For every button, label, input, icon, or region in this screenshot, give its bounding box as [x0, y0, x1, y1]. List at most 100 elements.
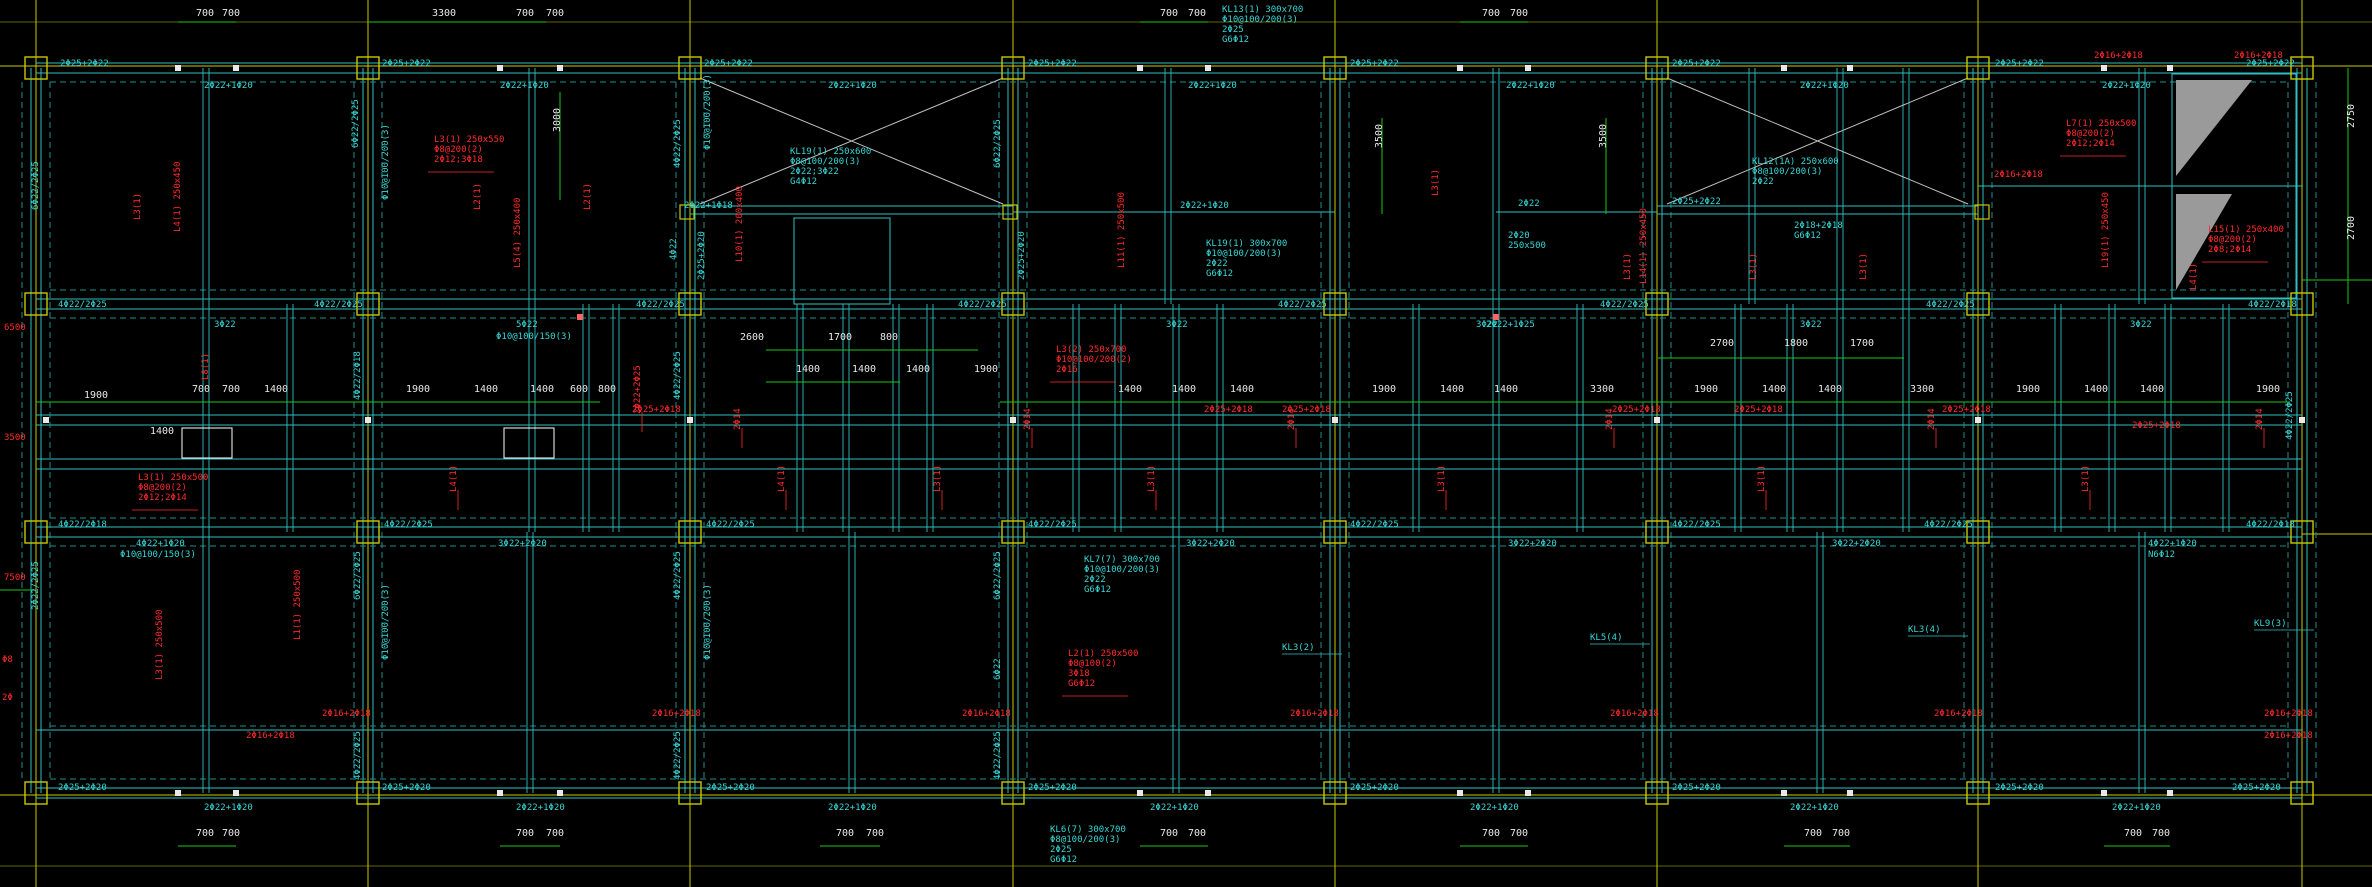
- dimension-text: 2700: [1710, 338, 1734, 349]
- dimension-text: 1400: [796, 364, 820, 375]
- beam-rebar-label: 4Φ22/2Φ25: [706, 520, 755, 530]
- beam-rebar-label: 2Φ25+2Φ20: [1028, 783, 1077, 793]
- dimension-text: 700: [2124, 828, 2142, 839]
- column: [1645, 56, 1669, 80]
- beam-rebar-label: 2Φ22+1Φ20: [1800, 81, 1849, 91]
- column: [678, 56, 702, 80]
- beam-node: [557, 790, 563, 796]
- beam-node: [1457, 790, 1463, 796]
- dimension-text: 1400: [1118, 384, 1142, 395]
- vertical-rebar-label: 4Φ22/2Φ25: [2285, 391, 2295, 440]
- dimension-text: 1400: [1818, 384, 1842, 395]
- dimension-text: 700: [1510, 828, 1528, 839]
- beam-node: [175, 65, 181, 71]
- secondary-beam-spec: L2(1) 250x500: [1068, 649, 1138, 659]
- beam-rebar-label: 2Φ22+1Φ20: [1150, 803, 1199, 813]
- secondary-beam-spec: 2Φ16+2Φ18: [2094, 51, 2143, 61]
- vertical-beam-spec: L3(1): [1623, 253, 1633, 280]
- beam-rebar-label: 2Φ22+1Φ25: [1486, 320, 1535, 330]
- vertical-beam-spec: L3(1) 250x500: [155, 610, 165, 680]
- vertical-beam-spec: L3(1): [1431, 169, 1441, 196]
- secondary-beam-tag: 2Φ14: [1605, 408, 1615, 430]
- beam-node: [1847, 65, 1853, 71]
- dimension-text: 1900: [1694, 384, 1718, 395]
- beam-node: [175, 790, 181, 796]
- beam-rebar-label: 4Φ22+1Φ20: [2148, 539, 2197, 549]
- dimension-text: 700: [1188, 828, 1206, 839]
- secondary-beam-spec: L3(2) 250x700: [1056, 345, 1126, 355]
- secondary-beam-spec: 2Φ16+2Φ18: [2264, 731, 2313, 741]
- beam-spec-label: KL3(2): [1282, 643, 1315, 653]
- beam-rebar-label: 2Φ22+1Φ20: [1470, 803, 1519, 813]
- beam-node: [557, 65, 563, 71]
- beam-spec-label: G6Φ12: [1050, 855, 1077, 865]
- beam-rebar-label: 2Φ25+2Φ22: [60, 59, 109, 69]
- beam-rebar-label: 4Φ22/2Φ18: [2248, 300, 2297, 310]
- beam-rebar-label: Φ10@100/150(3): [496, 332, 572, 342]
- edge-label: 7500: [4, 573, 26, 583]
- dimension-text: 1900: [974, 364, 998, 375]
- beam-spec-label: 2Φ22: [1084, 575, 1106, 585]
- beam-rebar-label: 4Φ22/2Φ25: [1028, 520, 1077, 530]
- beam-rebar-label: 5Φ22: [516, 320, 538, 330]
- vertical-rebar-label: Φ10@100/200(3): [381, 584, 391, 660]
- column: [1966, 56, 1990, 80]
- beam-rebar-label: 2Φ25+2Φ22: [1028, 59, 1077, 69]
- beam-spec-label: G6Φ12: [1084, 585, 1111, 595]
- secondary-beam-spec: G6Φ12: [1068, 679, 1095, 689]
- beam-spec-label: 2Φ25: [1222, 25, 1244, 35]
- beam-spec-label: G4Φ12: [790, 177, 817, 187]
- secondary-beam-spec: 2Φ16+2Φ18: [322, 709, 371, 719]
- secondary-beam-tag: 2Φ22+2Φ25: [633, 365, 643, 414]
- secondary-beam-spec: 2Φ16+2Φ18: [2234, 51, 2283, 61]
- edge-label: 3500: [4, 433, 26, 443]
- secondary-beam-spec: 2Φ25+2Φ18: [1734, 405, 1783, 415]
- beam-spec-label: G6Φ12: [1794, 231, 1821, 241]
- dimension-text: 1400: [2140, 384, 2164, 395]
- column: [356, 781, 380, 805]
- beam-node: [1781, 65, 1787, 71]
- beam-rebar-label: 2Φ25+2Φ20: [382, 783, 431, 793]
- secondary-beam-spec: 2Φ12;2Φ14: [138, 493, 187, 503]
- column: [24, 781, 48, 805]
- beam-rebar-label: 2Φ22+1Φ20: [1790, 803, 1839, 813]
- beam-node: [1493, 314, 1499, 320]
- beam-spec-label: 2Φ25: [1050, 845, 1072, 855]
- secondary-beam-tag: 2Φ14: [1287, 408, 1297, 430]
- beam-rebar-label: Φ10@100/150(3): [120, 550, 196, 560]
- secondary-beam-spec: 2Φ25+2Φ18: [1612, 405, 1661, 415]
- beam-rebar-label: 2Φ22+1Φ20: [828, 803, 877, 813]
- beam-spec-label: G6Φ12: [1222, 35, 1249, 45]
- beam-spec-label: Φ8@100/200(3): [1050, 835, 1120, 845]
- secondary-beam-tag: L4(1): [777, 465, 787, 492]
- beam-node: [365, 417, 371, 423]
- beam-rebar-label: 3Φ22+2Φ20: [1832, 539, 1881, 549]
- beam-rebar-label: 2Φ22+1Φ20: [204, 81, 253, 91]
- beam-spec-label: KL9(3): [2254, 619, 2287, 629]
- secondary-beam-tag: 2Φ14: [1023, 408, 1033, 430]
- beam-rebar-label: 4Φ22/2Φ25: [958, 300, 1007, 310]
- vertical-rebar-label: 4Φ22/2Φ25: [673, 551, 683, 600]
- beam-rebar-label: 2Φ25+2Φ20: [58, 783, 107, 793]
- column: [1323, 781, 1347, 805]
- beam-node: [1975, 417, 1981, 423]
- dimension-text: 700: [196, 8, 214, 19]
- beam-rebar-label: 2Φ25+2Φ20: [706, 783, 755, 793]
- dimension-text: 3300: [1590, 384, 1614, 395]
- beam-node: [233, 790, 239, 796]
- secondary-beam-spec: L3(1) 250x500: [138, 473, 208, 483]
- dimension-text: 3500: [1374, 124, 1385, 148]
- secondary-beam-spec: 3Φ18: [1068, 669, 1090, 679]
- beam-spec-label: KL13(1) 300x700: [1222, 5, 1303, 15]
- beam-spec-label: Φ8@100/200(3): [1752, 167, 1822, 177]
- vertical-rebar-label: 2Φ25+2Φ20: [1017, 231, 1027, 280]
- column: [1323, 292, 1347, 316]
- beam-spec-label: KL5(4): [1590, 633, 1623, 643]
- dimension-text: 600: [570, 384, 588, 395]
- beam-spec-label: 2Φ20: [1508, 231, 1530, 241]
- dimension-text: 1900: [84, 390, 108, 401]
- beam-spec-label: KL12(1A) 250x600: [1752, 157, 1839, 167]
- column: [2290, 56, 2314, 80]
- secondary-beam-spec: 2Φ16+2Φ18: [1610, 709, 1659, 719]
- column: [356, 520, 380, 544]
